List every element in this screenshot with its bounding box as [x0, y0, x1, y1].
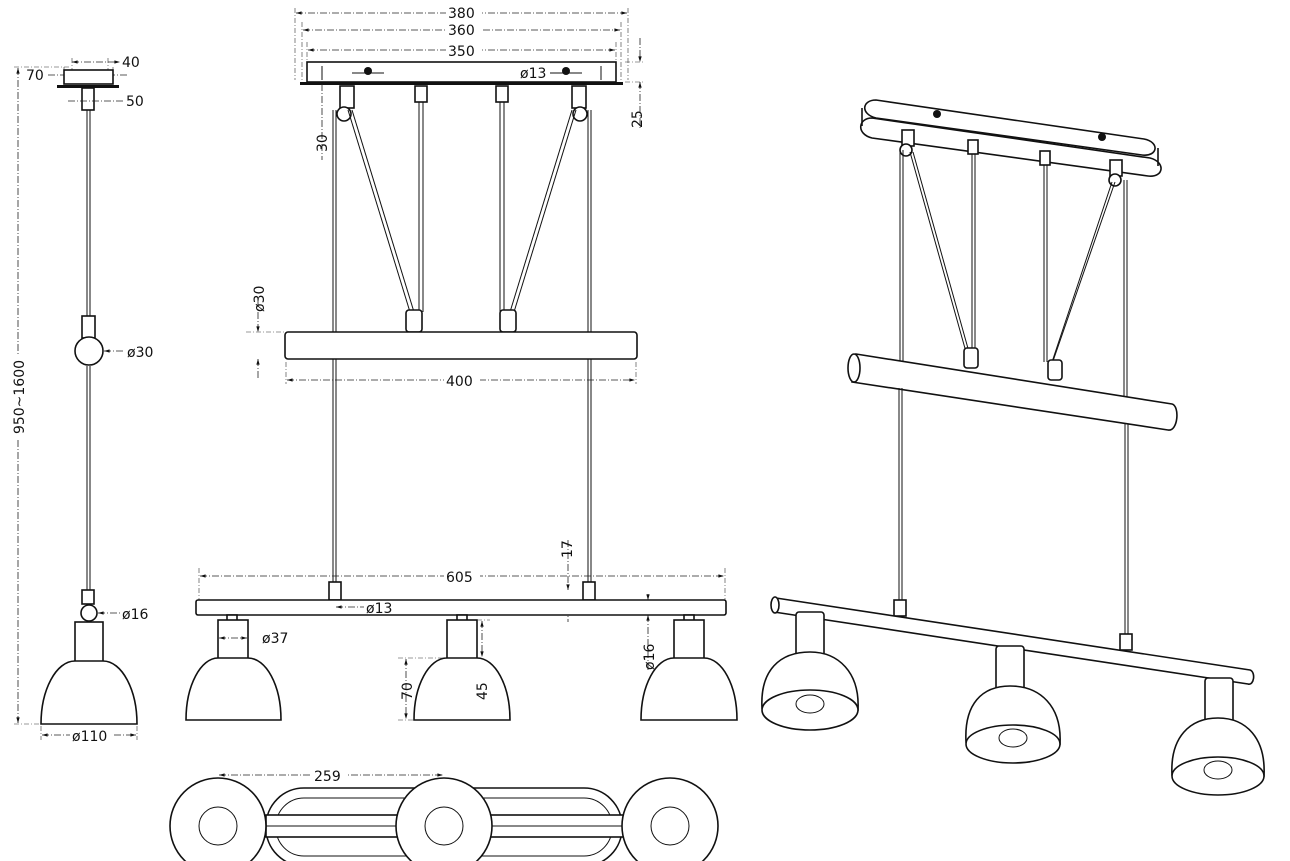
side-bar-diameter-label: ø30 [127, 345, 153, 361]
lamp-bar-offset-label: 17 [560, 540, 576, 558]
perspective-shade-center [965, 645, 1061, 764]
side-shade-diameter-label: ø110 [72, 729, 107, 745]
canopy-depth-label: 50 [126, 94, 144, 110]
side-holder-diameter-label: ø16 [122, 607, 148, 623]
top-spacing-label: 259 [314, 769, 341, 785]
socket-diameter-label: ø37 [262, 631, 288, 647]
top-shade-center [395, 777, 493, 861]
pulley-drop-label: 30 [315, 134, 331, 152]
perspective-shade-right [1171, 677, 1265, 796]
side-holder [80, 604, 98, 622]
front-shade-center [413, 614, 511, 721]
perspective-view [761, 99, 1265, 796]
canopy-middle-label: 360 [448, 23, 475, 39]
canopy-outer-label: 380 [448, 6, 475, 22]
top-width-label: 70 [26, 68, 44, 84]
top-shade-left [169, 777, 267, 861]
side-bar-end [74, 336, 104, 366]
side-shade [40, 660, 138, 725]
side-canopy [63, 69, 114, 85]
front-shade-left [185, 614, 282, 721]
top-view: 259 [169, 767, 719, 861]
front-lamp-bar [195, 599, 727, 616]
front-view: 380 360 350 ø13 25 30 [185, 4, 738, 721]
canopy-width-label: 40 [122, 55, 140, 71]
front-shade-right [640, 614, 738, 721]
front-middle-bar [284, 331, 638, 360]
height-range-label: 950~1600 [12, 360, 28, 434]
stem-diameter-label: ø13 [520, 66, 546, 82]
top-shade-right [621, 777, 719, 861]
middle-bar-length-label: 400 [446, 374, 473, 390]
canopy-inner-label: 350 [448, 44, 475, 60]
side-view: 950~1600 70 40 50 ø30 ø16 [9, 55, 153, 745]
socket-height-label: 45 [475, 682, 491, 700]
middle-bar-diameter-label: ø30 [252, 286, 268, 312]
canopy-height-label: 25 [630, 110, 646, 128]
lamp-bar-length-label: 605 [446, 570, 473, 586]
perspective-middle-bar [851, 353, 1178, 431]
perspective-shade-left [761, 611, 859, 731]
shade-height-label: 70 [400, 682, 416, 700]
perspective-lamp-bar [773, 597, 1255, 685]
side-socket [74, 621, 104, 663]
lamp-bar-stem-label: ø13 [366, 601, 392, 617]
lamp-bar-diameter-label: ø16 [642, 644, 658, 670]
